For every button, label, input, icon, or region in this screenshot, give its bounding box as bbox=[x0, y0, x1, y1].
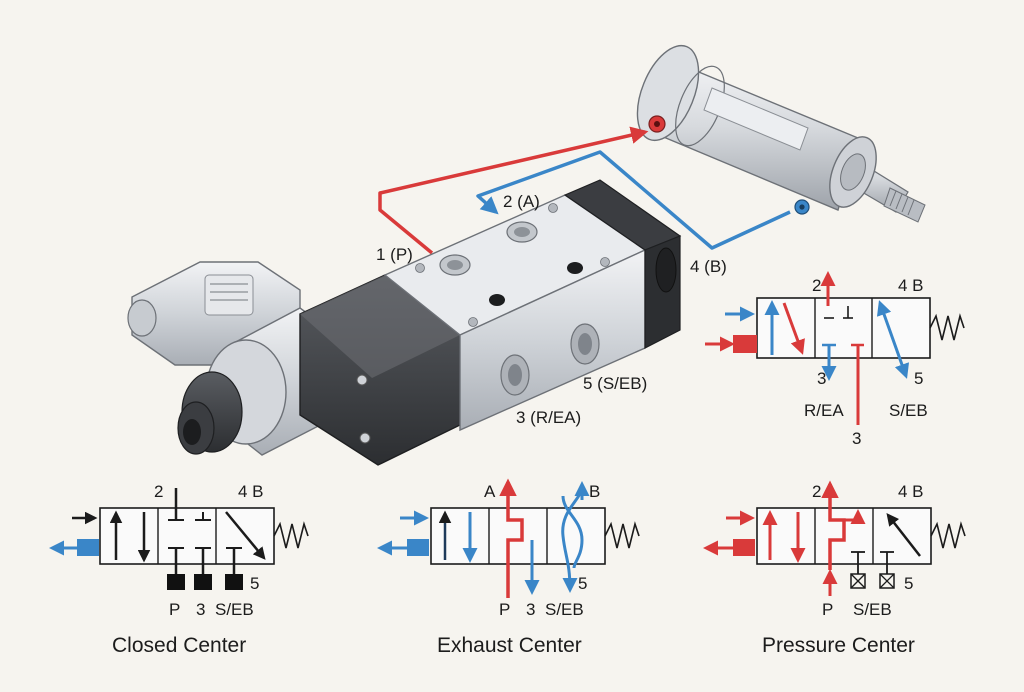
top-symbol-label-5: 5 bbox=[914, 369, 923, 388]
line-a-from-cylinder bbox=[476, 150, 791, 250]
closed-center-label-4b: 4 B bbox=[238, 482, 264, 501]
closed-center-symbol: 2 4 B P 3 S/EB 5 Closed Center bbox=[49, 482, 309, 657]
closed-center-label-seb: S/EB bbox=[215, 600, 254, 619]
top-symbol-label-4b: 4 B bbox=[898, 276, 924, 295]
exhaust-center-label-b: B bbox=[589, 482, 600, 501]
top-symbol-label-3b: 3 bbox=[852, 429, 861, 448]
exhaust-center-caption: Exhaust Center bbox=[437, 634, 582, 657]
pressure-center-caption: Pressure Center bbox=[762, 634, 915, 657]
exhaust-center-symbol: A B P 3 S/EB 5 Exhaust Center bbox=[377, 478, 640, 657]
pressure-center-label-4b: 4 B bbox=[898, 482, 924, 501]
valve-port-labels: 1 (P) 2 (A) 4 (B) 5 (S/EB) 3 (R/EA) bbox=[376, 192, 727, 427]
port-label-eb: 5 (S/EB) bbox=[583, 374, 647, 393]
closed-center-label-2: 2 bbox=[154, 482, 163, 501]
exhaust-center-label-p: P bbox=[499, 600, 510, 619]
pneumatic-cylinder bbox=[636, 44, 926, 223]
pressure-center-label-2: 2 bbox=[812, 482, 821, 501]
pressure-center-label-5: 5 bbox=[904, 574, 913, 593]
pressure-center-symbol: 2 4 B P S/EB 5 Pressure Center bbox=[703, 480, 966, 657]
pressure-line-to-cylinder bbox=[378, 126, 649, 255]
closed-center-label-p: P bbox=[169, 600, 180, 619]
pressure-center-label-p: P bbox=[822, 600, 833, 619]
exhaust-center-label-seb: S/EB bbox=[545, 600, 584, 619]
exhaust-center-label-5: 5 bbox=[578, 574, 587, 593]
air-lines bbox=[378, 126, 791, 255]
port-label-a: 2 (A) bbox=[503, 192, 540, 211]
port-label-ea: 3 (R/EA) bbox=[516, 408, 581, 427]
top-symbol-label-rea: R/EA bbox=[804, 401, 844, 420]
top-symbol-label-2: 2 bbox=[812, 276, 821, 295]
closed-center-label-3: 3 bbox=[196, 600, 205, 619]
top-symbol-label-3: 3 bbox=[817, 369, 826, 388]
solenoid-valve bbox=[127, 179, 682, 466]
exhaust-center-label-3: 3 bbox=[526, 600, 535, 619]
top-symbol-label-seb: S/EB bbox=[889, 401, 928, 420]
port-label-p: 1 (P) bbox=[376, 245, 413, 264]
closed-center-caption: Closed Center bbox=[112, 634, 246, 657]
port-label-b: 4 (B) bbox=[690, 257, 727, 276]
cable-gland bbox=[177, 371, 243, 455]
exhaust-center-label-a: A bbox=[484, 482, 496, 501]
valve-symbol-top: 2 4 B 3 5 R/EA S/EB 3 bbox=[705, 271, 965, 448]
pressure-center-label-seb: S/EB bbox=[853, 600, 892, 619]
closed-center-label-5: 5 bbox=[250, 574, 259, 593]
